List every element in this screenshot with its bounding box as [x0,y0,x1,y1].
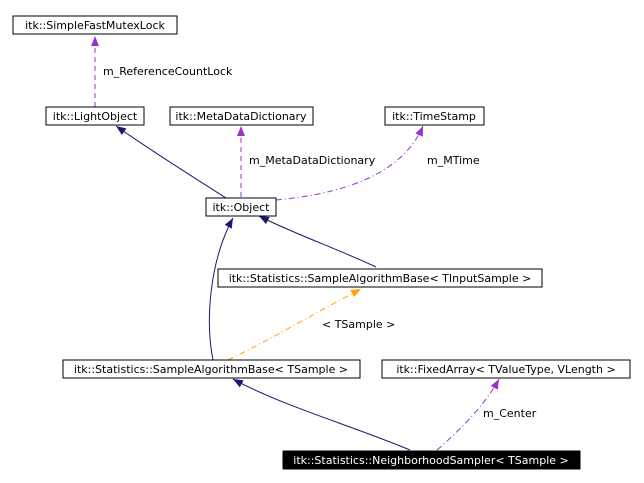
node-label: itk::FixedArray< TValueType, VLength > [396,363,615,376]
node-sample-algorithm-base-input[interactable]: itk::Statistics::SampleAlgorithmBase< TI… [217,268,543,288]
node-label: itk::Statistics::SampleAlgorithmBase< TI… [229,272,532,285]
node-time-stamp[interactable]: itk::TimeStamp [384,106,485,126]
node-neighborhood-sampler[interactable]: itk::Statistics::NeighborhoodSampler< TS… [282,450,581,470]
edge-sampler-to-sample-base [232,378,411,451]
node-fixed-array[interactable]: itk::FixedArray< TValueType, VLength > [381,359,631,379]
node-label: itk::Object [213,201,271,214]
edge-label-reference-count-lock: m_ReferenceCountLock [103,65,233,78]
edge-template-tsample [227,288,362,361]
edge-mtime [275,125,424,201]
edge-center [436,378,500,451]
node-label: itk::TimeStamp [392,110,476,123]
edge-label-center: m_Center [483,407,537,420]
edge-object-to-light-object [115,125,227,199]
edge-input-base-to-object [258,215,377,268]
node-light-object[interactable]: itk::LightObject [45,106,145,126]
edge-sample-base-to-object [208,217,234,361]
node-label: itk::MetaDataDictionary [175,110,307,123]
node-meta-data-dictionary[interactable]: itk::MetaDataDictionary [169,106,314,126]
node-object[interactable]: itk::Object [205,197,277,217]
node-simple-fast-mutex-lock[interactable]: itk::SimpleFastMutexLock [12,15,178,35]
edge-label-meta-data-dictionary: m_MetaDataDictionary [249,154,376,167]
node-label: itk::Statistics::NeighborhoodSampler< TS… [293,454,568,467]
node-sample-algorithm-base-sample[interactable]: itk::Statistics::SampleAlgorithmBase< TS… [62,359,361,379]
edge-label-tsample: < TSample > [322,318,395,331]
edge-label-mtime: m_MTime [427,154,480,167]
node-label: itk::LightObject [53,110,138,123]
node-label: itk::SimpleFastMutexLock [25,19,165,32]
node-label: itk::Statistics::SampleAlgorithmBase< TS… [74,363,348,376]
